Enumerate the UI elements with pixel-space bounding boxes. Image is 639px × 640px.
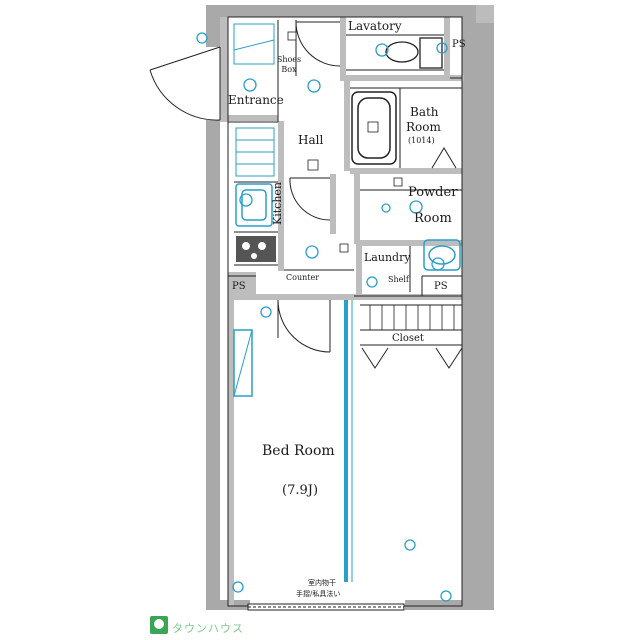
- small-sockets: [287, 31, 403, 253]
- label-bottom-note-2: 手摺/私具法い: [296, 590, 341, 598]
- closet-doors: [361, 147, 463, 369]
- label-bottom-note-1: 室内物干: [308, 579, 336, 587]
- label-ps-left: PS: [232, 281, 246, 292]
- label-shelf: Shelf: [388, 275, 409, 284]
- logo-mark-icon: [150, 616, 168, 634]
- structure-lines: [227, 16, 463, 607]
- bathtub: [351, 91, 397, 165]
- label-kitchen: Kitchen: [271, 182, 284, 225]
- kitchen-shelf: [235, 127, 275, 177]
- label-counter: Counter: [286, 273, 320, 282]
- door-swings: [149, 21, 341, 353]
- stove: [236, 236, 276, 262]
- closet-slats: [369, 305, 455, 330]
- label-shoes-box-1: Shoes: [276, 55, 302, 64]
- label-closet: Closet: [392, 333, 424, 344]
- label-lavatory: Lavatory: [348, 19, 402, 33]
- label-ps-right: PS: [434, 281, 448, 292]
- shoe-box: [233, 23, 275, 65]
- label-shoes-box-2: Box: [281, 65, 297, 74]
- label-bed-room-size: (7.9J): [282, 483, 319, 498]
- logo-text: タウンハウス: [172, 622, 244, 635]
- label-powder-room-1: Powder: [408, 185, 458, 200]
- label-bath-room-2: Room: [406, 120, 441, 134]
- bedroom-panel: [233, 329, 253, 397]
- label-laundry: Laundry: [364, 251, 411, 264]
- outer-walls: [206, 5, 494, 610]
- watermark-logo: タウンハウス: [150, 612, 250, 638]
- label-entrance: Entrance: [228, 93, 284, 107]
- sliding-door: [344, 300, 353, 582]
- label-bath-room-1: Bath: [410, 105, 439, 119]
- bedroom-panel-diagonal: [233, 329, 253, 397]
- toilet: [385, 37, 443, 69]
- balcony-window: [247, 603, 405, 611]
- fixtures: [196, 32, 452, 602]
- label-bed-room: Bed Room: [262, 443, 335, 459]
- label-powder-room-2: Room: [414, 211, 452, 226]
- wall-hatch: [476, 5, 494, 23]
- label-ps-top: PS: [452, 39, 466, 50]
- label-bath-room-size: (1014): [408, 136, 435, 145]
- label-hall: Hall: [298, 133, 324, 147]
